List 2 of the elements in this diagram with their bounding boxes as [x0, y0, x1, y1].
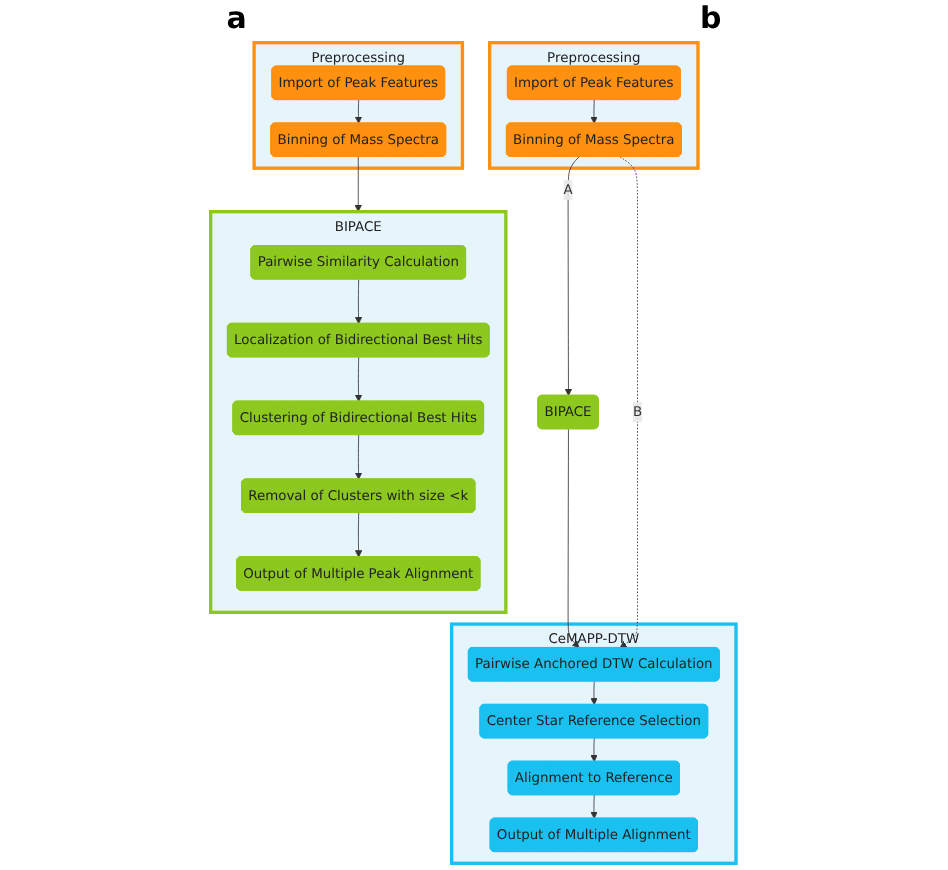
panel-letter: b — [699, 0, 722, 36]
panel-letter: a — [226, 0, 247, 36]
